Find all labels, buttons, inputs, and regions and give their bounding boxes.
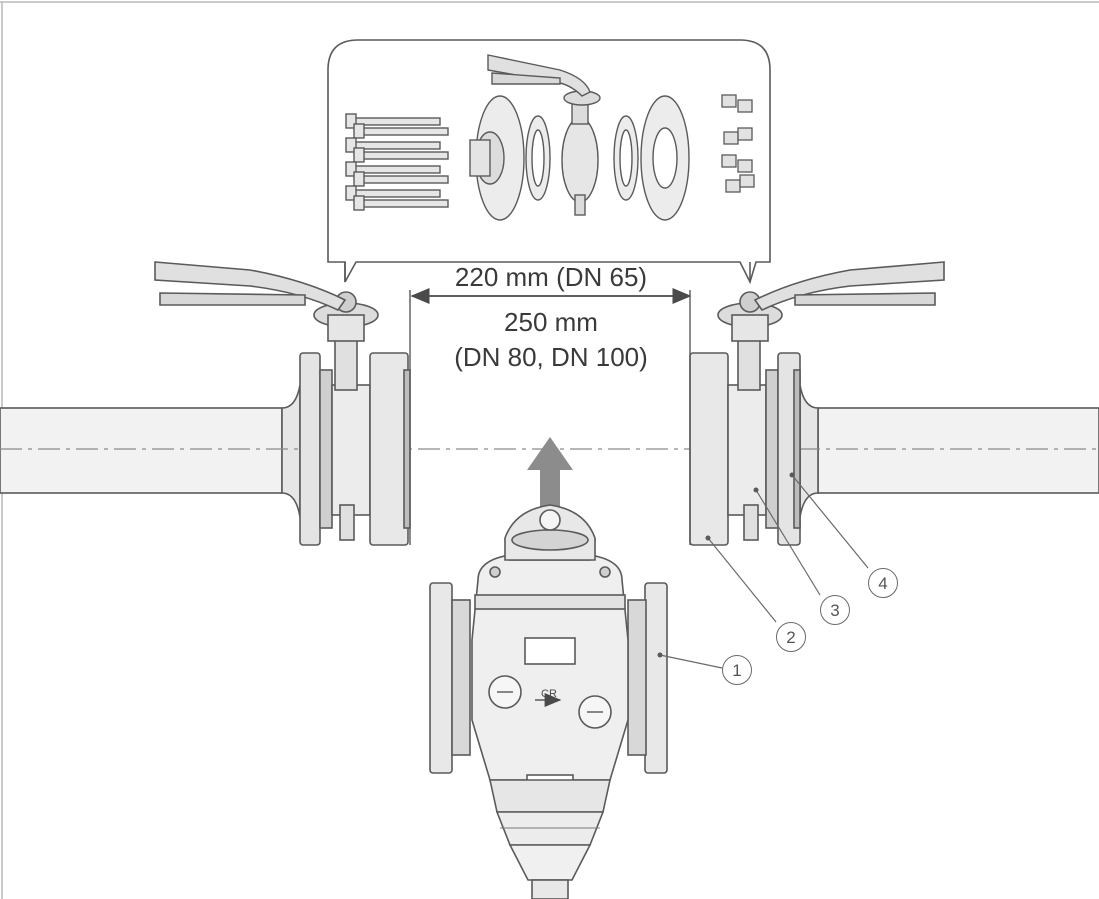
gasket-left-exploded	[525, 115, 551, 201]
left-butterfly-valve	[154, 261, 411, 546]
dimension-label-dn65: 220 mm (DN 65)	[454, 262, 648, 292]
callout-3: 3	[820, 595, 850, 625]
callout-leaders	[659, 474, 869, 669]
gasket-right-exploded	[613, 115, 639, 201]
bolts-group	[345, 113, 449, 211]
left-pipe	[0, 384, 301, 518]
valve-marking: CR	[541, 688, 557, 700]
flange-left-exploded	[469, 95, 525, 221]
dimension-label-250: 250 mm	[504, 307, 598, 337]
callout-4: 4	[868, 568, 898, 598]
dimension-label-dn80-dn100: (DN 80, DN 100)	[454, 342, 648, 372]
valve-exploded	[487, 54, 601, 216]
callout-2: 2	[776, 622, 806, 652]
nuts-group	[721, 94, 755, 193]
right-pipe	[799, 384, 1099, 518]
main-valve	[429, 504, 668, 899]
callout-1: 1	[722, 655, 752, 685]
insert-arrow	[527, 437, 573, 520]
right-butterfly-valve	[689, 261, 945, 546]
flange-right-exploded	[640, 95, 690, 221]
